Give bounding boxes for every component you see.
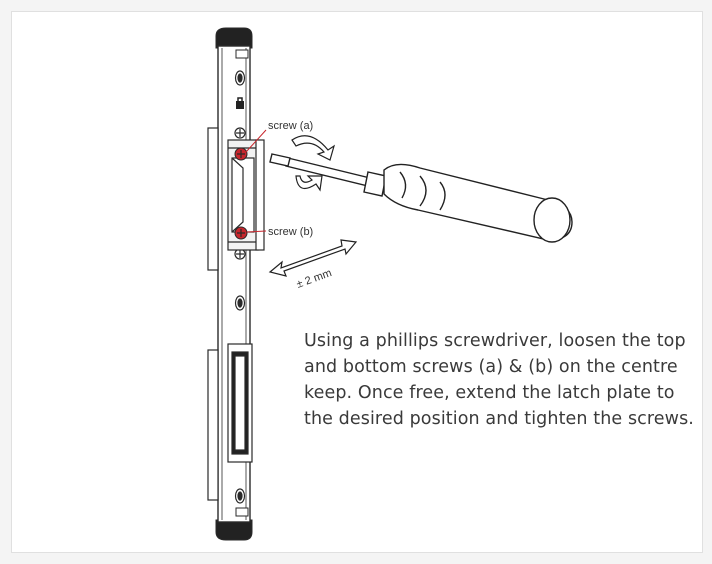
back-plate (207, 127, 219, 501)
screw-a-label: screw (a) (268, 120, 313, 132)
screw-b-leader (246, 230, 267, 233)
screw-b-label: screw (b) (268, 226, 313, 238)
latch-window (227, 343, 253, 463)
adjustment-label: ± 2 mm (295, 267, 333, 291)
screwdriver-icon (269, 153, 573, 243)
adjustment-arrow-icon (268, 239, 358, 277)
keep-strip (215, 27, 253, 541)
strip-holes (234, 70, 246, 504)
screw-b (234, 226, 248, 240)
screw-a-leader (245, 129, 267, 153)
lock-mark-icon (236, 97, 244, 109)
diagram-panel (11, 11, 703, 553)
screw-a (234, 147, 248, 161)
rotation-arrows-icon (291, 135, 336, 192)
instruction-text: Using a phillips screwdriver, loosen the… (304, 331, 694, 429)
